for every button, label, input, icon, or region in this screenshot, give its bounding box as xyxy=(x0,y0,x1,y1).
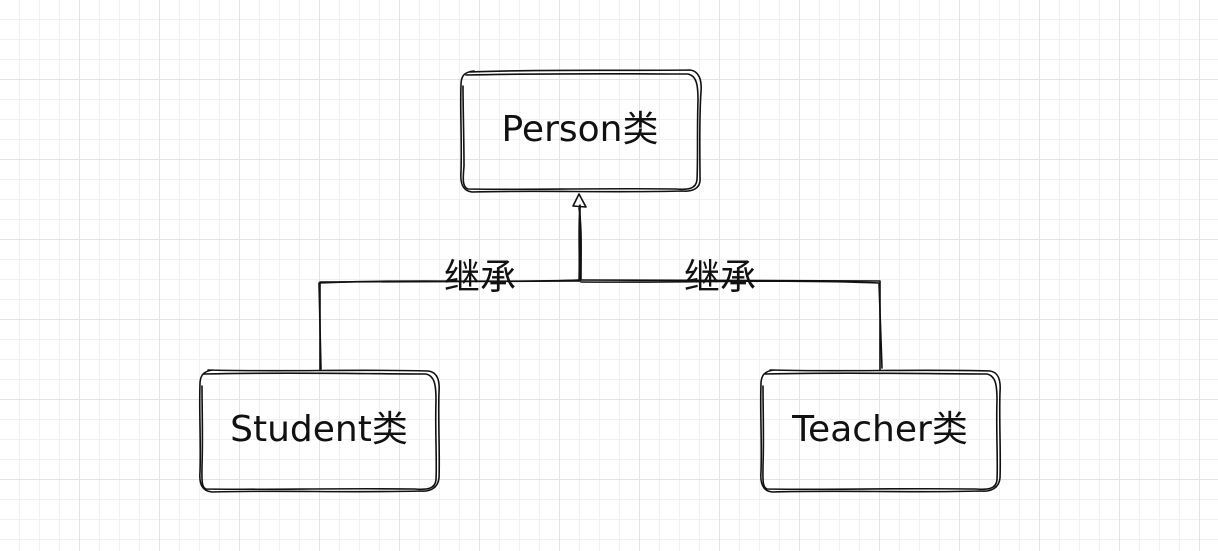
edge-label-student-person: 继承 xyxy=(444,257,516,298)
edge-student-person: 继承 xyxy=(318,204,581,371)
inheritance-arrow xyxy=(572,193,587,282)
node-person[interactable]: Person类 xyxy=(459,69,702,193)
node-label-teacher: Teacher类 xyxy=(791,409,968,450)
edge-teacher-person: 继承 xyxy=(579,257,883,371)
edge-label-teacher-person: 继承 xyxy=(684,257,756,298)
arrowhead-icon xyxy=(572,193,587,208)
node-label-person: Person类 xyxy=(502,109,659,150)
node-label-student: Student类 xyxy=(230,409,408,450)
node-teacher[interactable]: Teacher类 xyxy=(759,369,1002,493)
node-student[interactable]: Student类 xyxy=(198,369,441,493)
